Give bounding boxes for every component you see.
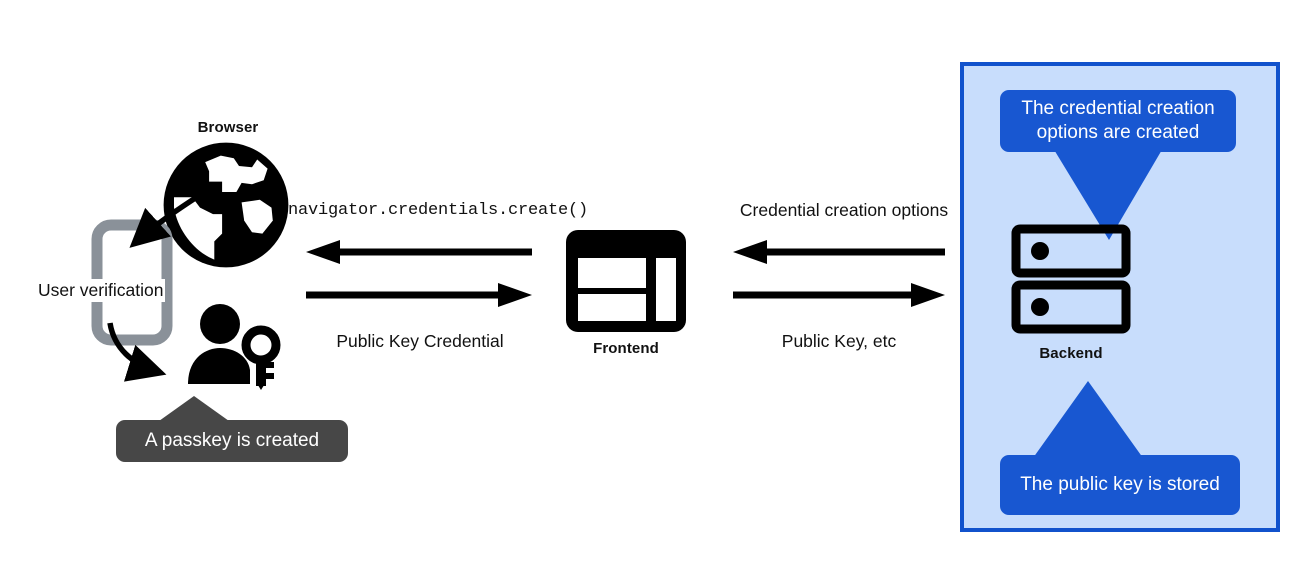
- callout-credential-options: The credential creation options are crea…: [1000, 90, 1236, 152]
- flow-label-credential-creation-options: Credential creation options: [739, 200, 949, 220]
- arrow-device-to-user: [107, 322, 167, 382]
- browser-label: Browser: [197, 119, 259, 136]
- flow-label-public-key-credential: Public Key Credential: [336, 331, 504, 351]
- frontend-label: Frontend: [593, 340, 659, 357]
- callout-public-key-stored-text: The public key is stored: [1020, 473, 1220, 495]
- server-rack-icon: [1011, 224, 1131, 334]
- arrow-browser-to-frontend: [306, 283, 532, 307]
- flow-label-public-key-etc: Public Key, etc: [781, 331, 897, 351]
- arrow-frontend-to-backend: [733, 283, 945, 307]
- callout-credential-options-text: The credential creation options are crea…: [1021, 97, 1215, 143]
- user-verification-label: User verification: [36, 279, 166, 302]
- arrow-frontend-to-browser: [306, 240, 532, 264]
- passkey-callout-pointer: [152, 396, 236, 426]
- person-with-key-icon: [188, 304, 281, 390]
- callout-public-key-stored: The public key is stored: [1000, 455, 1240, 515]
- web-layout-icon: [566, 230, 686, 332]
- credential-options-callout-pointer: [1053, 148, 1163, 240]
- callout-passkey-created-text: A passkey is created: [144, 429, 320, 451]
- backend-label: Backend: [1039, 345, 1103, 362]
- arrow-backend-to-frontend: [733, 240, 945, 264]
- callout-passkey-created: A passkey is created: [116, 420, 348, 462]
- public-key-stored-callout-pointer: [1033, 381, 1143, 458]
- flow-label-navigator-create: navigator.credentials.create(): [288, 201, 589, 220]
- globe-icon: [163, 142, 289, 268]
- arrow-browser-to-device: [129, 192, 202, 248]
